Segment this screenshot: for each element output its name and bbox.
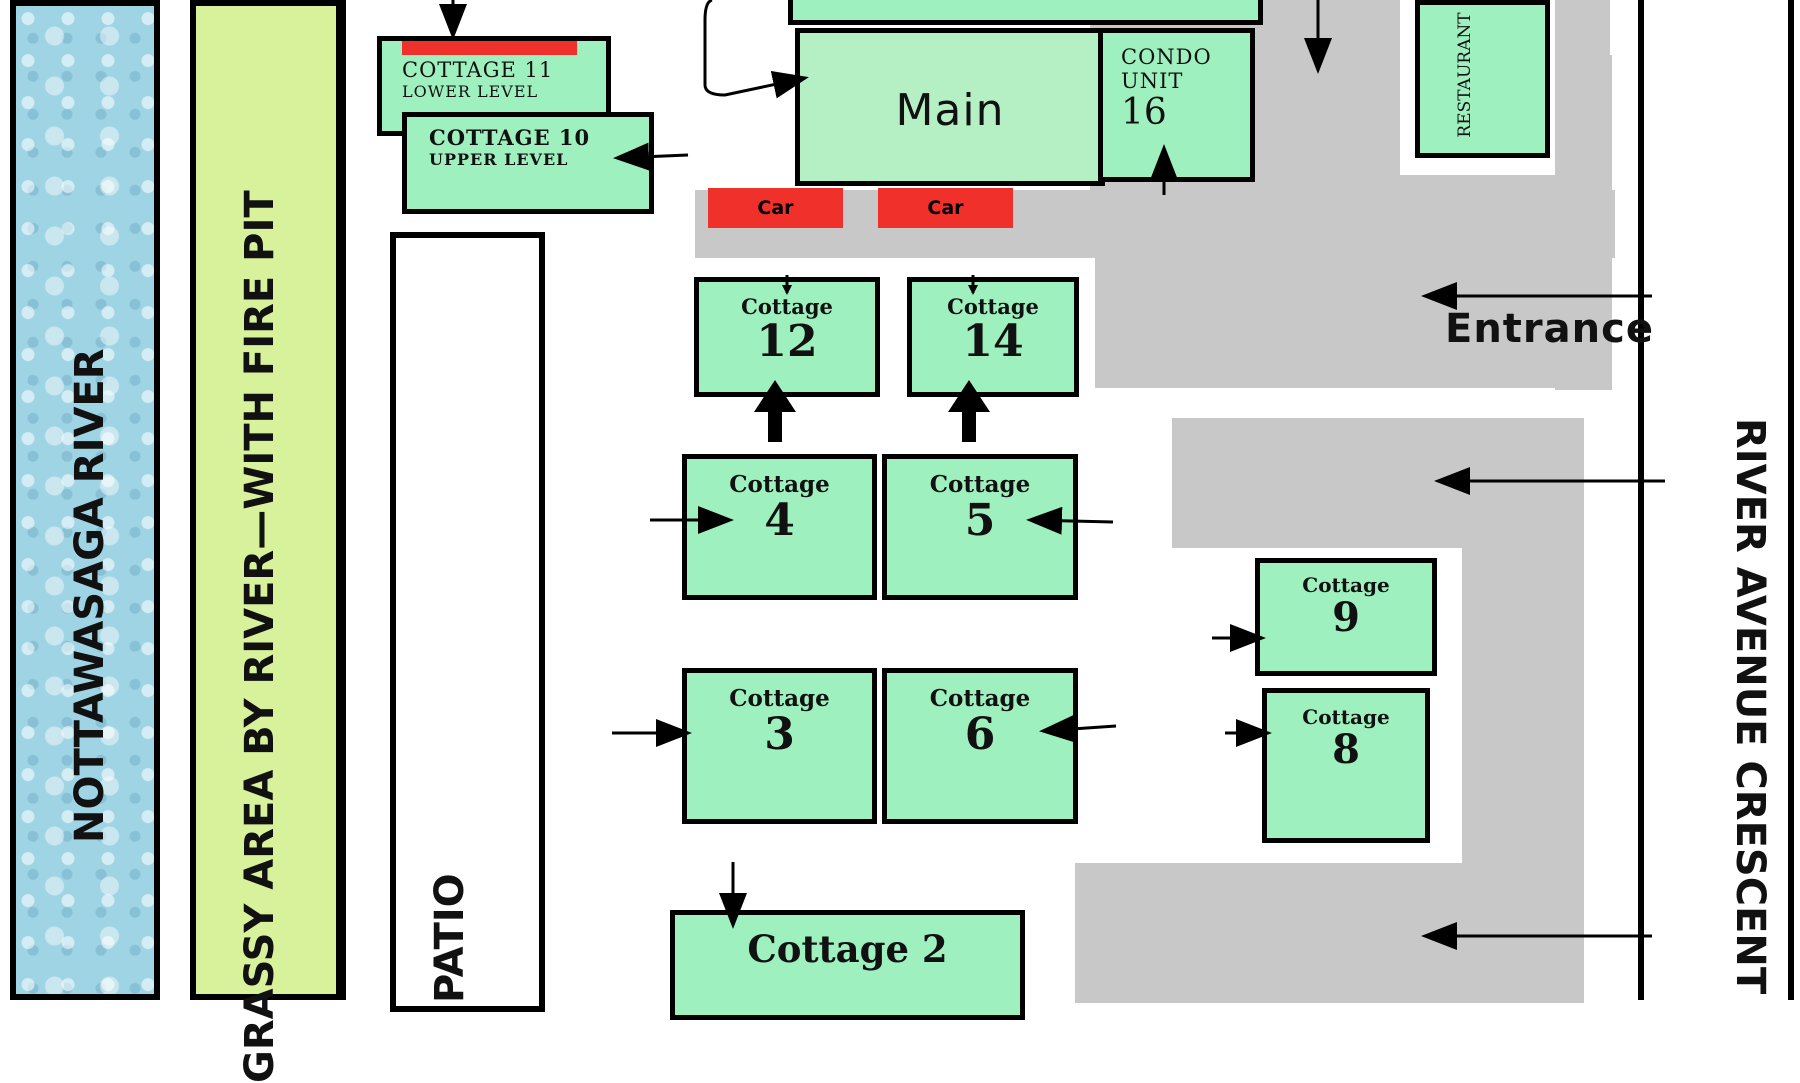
cottage-11-title: COTTAGE 11: [402, 58, 554, 82]
grassy-area: [190, 0, 342, 1000]
cottage-10-subtitle: UPPER LEVEL: [429, 150, 569, 169]
building-top-strip: [788, 0, 1263, 25]
cottage-5: Cottage 5: [882, 454, 1078, 600]
cottage-6-word: Cottage: [929, 685, 1031, 712]
arrow-to-main: [703, 0, 809, 99]
entrance-label: Entrance: [1445, 306, 1654, 352]
cottage-8-number: 8: [1332, 726, 1360, 773]
cottage-8-word: Cottage: [1302, 705, 1390, 729]
cottage-3: Cottage 3: [682, 668, 877, 824]
road-entrance: [1095, 190, 1610, 388]
arrow-to-cottage-5: [1026, 506, 1114, 535]
cottage-10-title: COTTAGE 10: [429, 125, 591, 150]
cottage-14-number: 14: [962, 316, 1024, 367]
cottage-8: Cottage 8: [1262, 688, 1430, 843]
thick-arrow-cottage-14: [948, 380, 990, 442]
cottage-4-word: Cottage: [729, 471, 830, 498]
cottage-12-word: Cottage: [741, 294, 833, 319]
cottage-2-label: Cottage 2: [747, 927, 948, 971]
property-line-left: [340, 0, 346, 1000]
road-right-side: [1462, 418, 1584, 863]
main-building: Main: [795, 28, 1105, 186]
road-right-strip: [1555, 55, 1612, 390]
cottage-9-number: 9: [1332, 594, 1360, 641]
condo-line1: CONDO: [1121, 45, 1212, 69]
cottage-9: Cottage 9: [1255, 558, 1437, 676]
restaurant: [1415, 0, 1550, 158]
thick-arrow-cottage-12: [754, 380, 796, 442]
cottage-3-number: 3: [764, 709, 795, 760]
cottage-6: Cottage 6: [882, 668, 1078, 824]
main-label: Main: [895, 85, 1005, 136]
cottage-11-subtitle: LOWER LEVEL: [402, 82, 539, 101]
street-edge-line: [1788, 0, 1794, 1000]
cottage-10: COTTAGE 10 UPPER LEVEL: [402, 112, 654, 214]
arrow-to-cottage-10: [613, 142, 689, 171]
arrow-to-cottage-6: [1039, 714, 1117, 743]
nottawasaga-river: [10, 0, 160, 1000]
cottage-5-word: Cottage: [929, 471, 1031, 498]
car-parking-1: Car: [708, 188, 843, 228]
cottage-5-number: 5: [964, 495, 996, 546]
cottage-3-word: Cottage: [729, 685, 830, 712]
patio: [390, 232, 545, 1012]
direction-arrows: [439, 0, 1665, 950]
cottage-12-number: 12: [756, 316, 818, 367]
cottage-6-number: 6: [964, 709, 996, 760]
cottage-4-number: 4: [764, 495, 795, 546]
cottage-14: Cottage 14: [907, 277, 1079, 397]
cottage-9-word: Cottage: [1302, 573, 1390, 597]
condo-line2: UNIT: [1121, 69, 1184, 93]
road-bottom: [1075, 863, 1584, 1003]
property-line-right: [1638, 0, 1644, 1000]
condo-number: 16: [1121, 92, 1167, 133]
cottage-12: Cottage 12: [694, 277, 880, 397]
cottage-14-word: Cottage: [947, 294, 1039, 319]
cottage-11-red-marker: [402, 41, 577, 55]
car-parking-2: Car: [878, 188, 1013, 228]
